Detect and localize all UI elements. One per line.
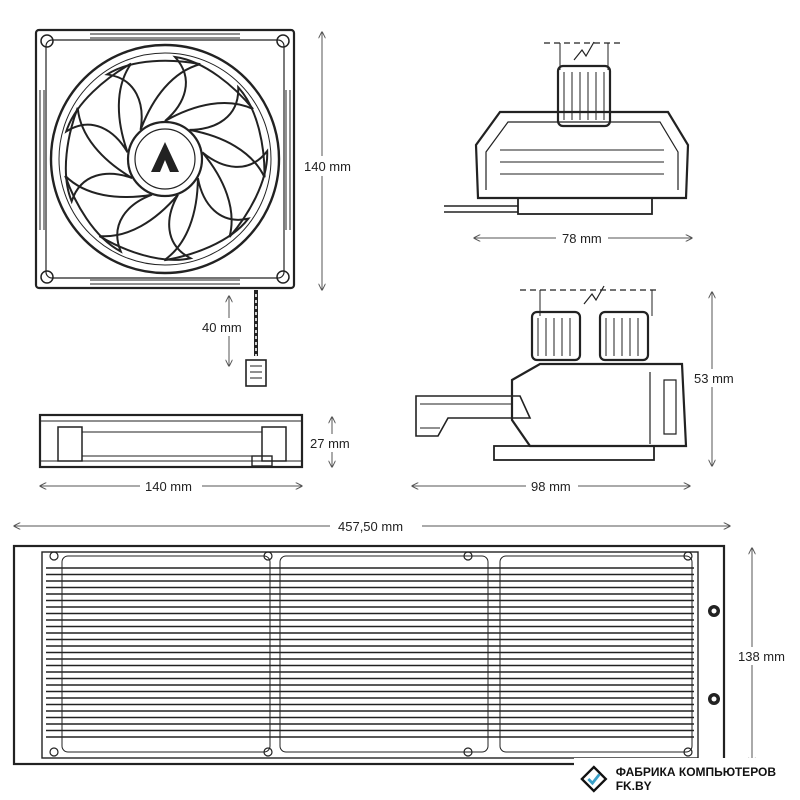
radiator-fan-zone bbox=[499, 555, 693, 753]
fan-blade bbox=[189, 84, 266, 178]
radiator-fan-mount-holes bbox=[49, 551, 693, 757]
radiator-length-label: 457,50 mm bbox=[338, 519, 403, 534]
fan-side-body bbox=[38, 413, 304, 469]
pump-fitting-outlet bbox=[598, 310, 650, 362]
fan-blade bbox=[98, 194, 194, 261]
fan-shroud bbox=[49, 43, 281, 275]
pump-mount-bracket bbox=[415, 395, 532, 437]
radiator-frame bbox=[12, 544, 726, 766]
pump-front-width-label: 78 mm bbox=[562, 231, 602, 246]
fan-blade bbox=[201, 148, 269, 238]
fan-mount-holes bbox=[40, 34, 290, 284]
fan-blades bbox=[64, 55, 269, 262]
fan-frame-grooves bbox=[39, 33, 291, 285]
fk-logo-icon bbox=[580, 765, 608, 793]
radiator-fins bbox=[46, 555, 694, 753]
pump-front-view: 78 mm bbox=[444, 41, 692, 247]
fan-blade bbox=[163, 177, 251, 262]
fan-height-label: 140 mm bbox=[304, 159, 351, 174]
radiator: 457,50 mm 138 mm bbox=[12, 517, 797, 766]
cable-length-label: 40 mm bbox=[202, 320, 242, 335]
pump-fitting-front bbox=[556, 64, 612, 128]
fan-hub bbox=[126, 120, 204, 198]
radiator-fan-zone bbox=[61, 555, 271, 753]
fan-blade bbox=[164, 55, 254, 122]
fan-side-connector bbox=[251, 455, 273, 467]
fan-blade bbox=[64, 175, 153, 254]
fan-thickness-label: 27 mm bbox=[310, 436, 350, 451]
fan-front-view: 140 mm 40 mm bbox=[34, 28, 360, 387]
fan-width-label: 140 mm bbox=[145, 479, 192, 494]
watermark: ФАБРИКА КОМПЬЮТЕРОВ FK.BY bbox=[574, 758, 800, 800]
radiator-height-label: 138 mm bbox=[738, 649, 785, 664]
pump-fitting-inlet bbox=[530, 310, 582, 362]
pump-coldplate-side bbox=[493, 445, 655, 461]
pump-body-front bbox=[474, 110, 690, 200]
pump-body-side bbox=[510, 362, 688, 448]
arctic-logo-icon bbox=[151, 142, 179, 172]
fan-cable bbox=[245, 290, 267, 387]
pump-height-label: 53 mm bbox=[694, 371, 734, 386]
fan-frame bbox=[34, 28, 296, 290]
pump-coldplate-front bbox=[517, 197, 653, 215]
fan-connector bbox=[245, 359, 267, 387]
watermark-text: ФАБРИКА КОМПЬЮТЕРОВ FK.BY bbox=[615, 765, 777, 793]
fan-blade bbox=[64, 107, 133, 205]
fan-blade bbox=[104, 59, 201, 131]
pump-side-width-label: 98 mm bbox=[531, 479, 571, 494]
fan-side-view: 27 mm 140 mm bbox=[38, 413, 360, 495]
pump-side-view: 53 mm 98 mm bbox=[412, 285, 742, 495]
fan-blade bbox=[64, 62, 132, 153]
radiator-fan-zone bbox=[279, 555, 489, 753]
